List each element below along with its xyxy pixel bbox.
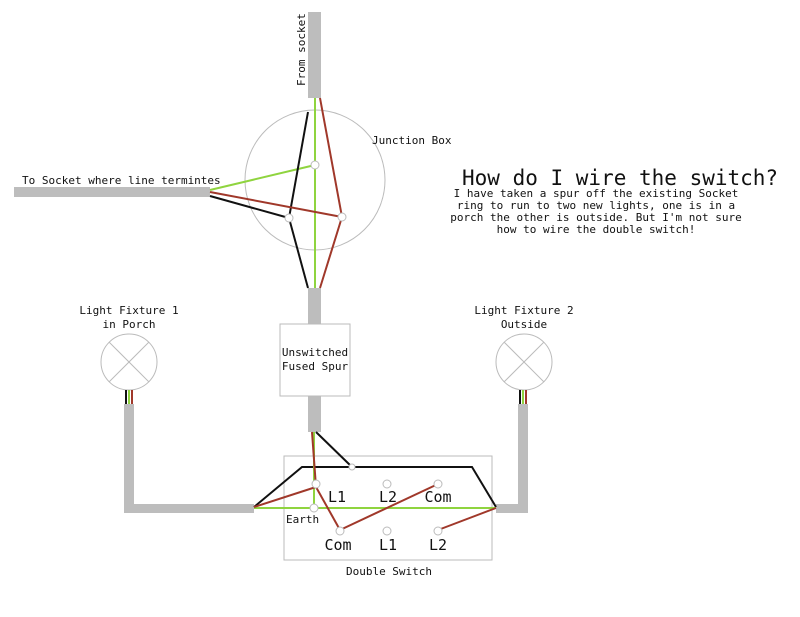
fixture1-cable-horizontal bbox=[124, 504, 254, 513]
fixture2-cable-horizontal bbox=[496, 504, 528, 513]
junction-earth-terminal bbox=[310, 160, 320, 170]
earth-wire-left bbox=[209, 164, 316, 191]
fixture1-label-line2: in Porch bbox=[103, 318, 156, 331]
from-socket-cable bbox=[308, 12, 321, 98]
to-socket-cable bbox=[14, 187, 210, 197]
live-wire-left bbox=[209, 191, 343, 218]
light-fixture-2-icon bbox=[495, 333, 553, 391]
neutral-wire-junction bbox=[287, 111, 309, 289]
terminal-label-top-3: Com bbox=[424, 488, 451, 506]
terminal-top-l2 bbox=[382, 479, 392, 489]
fixture1-label-line1: Light Fixture 1 bbox=[79, 304, 178, 317]
neutral-wire-left bbox=[209, 195, 290, 219]
terminal-top-l1 bbox=[311, 479, 321, 489]
from-socket-label: From socket bbox=[295, 13, 308, 86]
live-wire-fixture2 bbox=[437, 507, 497, 531]
description-line-2: ring to run to two new lights, one is in… bbox=[457, 199, 735, 212]
fixture1-cable-vertical bbox=[124, 404, 134, 512]
spur-to-switch-cable bbox=[308, 396, 321, 432]
fixture2-label-line1: Light Fixture 2 bbox=[474, 304, 573, 317]
light-fixture-1-icon bbox=[100, 333, 158, 391]
description-line-4: how to wire the double switch! bbox=[497, 223, 696, 236]
fixture2-cable-vertical bbox=[518, 404, 528, 512]
description-line-1: I have taken a spur off the existing Soc… bbox=[454, 187, 739, 200]
spur-label-line1: Unswitched bbox=[282, 346, 348, 359]
fused-spur-box bbox=[279, 323, 351, 397]
junction-neutral-terminal bbox=[284, 213, 294, 223]
neutral-wire-spur bbox=[315, 431, 353, 468]
terminal-neutral-connector bbox=[348, 463, 356, 471]
fixture2-label-line2: Outside bbox=[501, 318, 547, 331]
terminal-label-bottom-1: Com bbox=[324, 536, 351, 554]
page-title: How do I wire the switch? bbox=[462, 166, 778, 190]
spur-label-line2: Fused Spur bbox=[282, 360, 349, 373]
terminal-earth bbox=[309, 503, 319, 513]
terminal-bottom-l2 bbox=[433, 526, 443, 536]
live-wire-com bbox=[339, 483, 439, 531]
live-wire-l1-com bbox=[315, 486, 341, 531]
earth-label: Earth bbox=[286, 513, 319, 526]
terminal-label-top-2: L2 bbox=[379, 488, 397, 506]
terminal-label-top-1: L1 bbox=[328, 488, 346, 506]
live-wire-fixture1 bbox=[253, 486, 317, 508]
terminal-label-bottom-3: L2 bbox=[429, 536, 447, 554]
terminal-bottom-com bbox=[335, 526, 345, 536]
junction-box-label: Junction Box bbox=[372, 134, 452, 147]
terminal-bottom-l1 bbox=[382, 526, 392, 536]
terminal-top-com bbox=[433, 479, 443, 489]
neutral-wire-switch bbox=[253, 466, 497, 508]
live-wire-spur bbox=[311, 431, 317, 488]
live-wire-junction bbox=[319, 97, 344, 289]
double-switch-label: Double Switch bbox=[346, 565, 432, 578]
junction-live-terminal bbox=[337, 212, 347, 222]
to-socket-label: To Socket where line termintes bbox=[22, 174, 221, 187]
junction-to-spur-cable bbox=[308, 288, 321, 324]
terminal-label-bottom-2: L1 bbox=[379, 536, 397, 554]
description-line-3: porch the other is outside. But I'm not … bbox=[450, 211, 741, 224]
fixture-lead-wires bbox=[125, 390, 527, 404]
